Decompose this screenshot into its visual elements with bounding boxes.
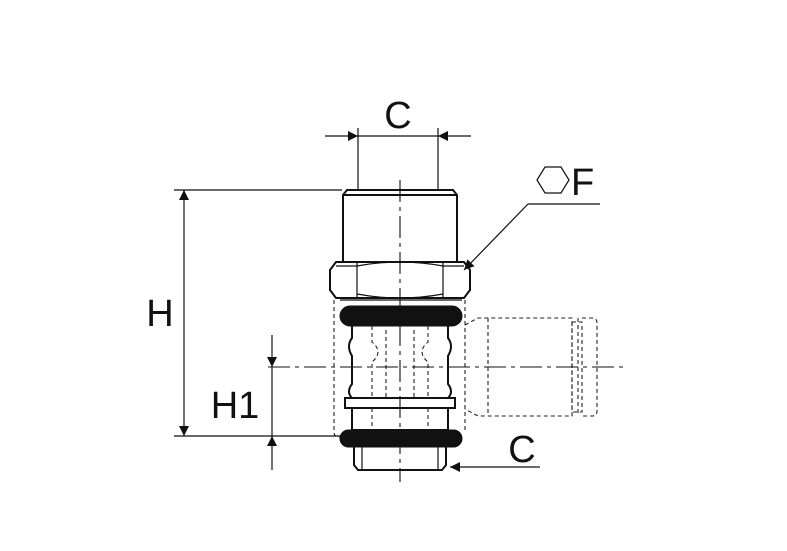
hexagon-outline-icon xyxy=(536,166,570,194)
dimension-c-top-label: C xyxy=(384,95,411,137)
swivel-stem xyxy=(348,326,452,399)
hex-f-callout: F xyxy=(463,162,600,271)
dimension-c-thread-label: C xyxy=(508,429,535,471)
dimension-h1: H1 xyxy=(211,335,277,470)
dimension-h-label: H xyxy=(146,293,173,335)
dimension-c-top: C xyxy=(325,95,471,190)
hex-f-label: F xyxy=(571,162,594,204)
lower-o-ring xyxy=(339,429,463,448)
upper-o-ring xyxy=(339,305,463,327)
dimension-c-thread: C xyxy=(450,429,540,472)
dimension-h1-label: H1 xyxy=(211,385,260,427)
hex-nut xyxy=(329,261,471,299)
dimension-h: H xyxy=(146,189,342,437)
